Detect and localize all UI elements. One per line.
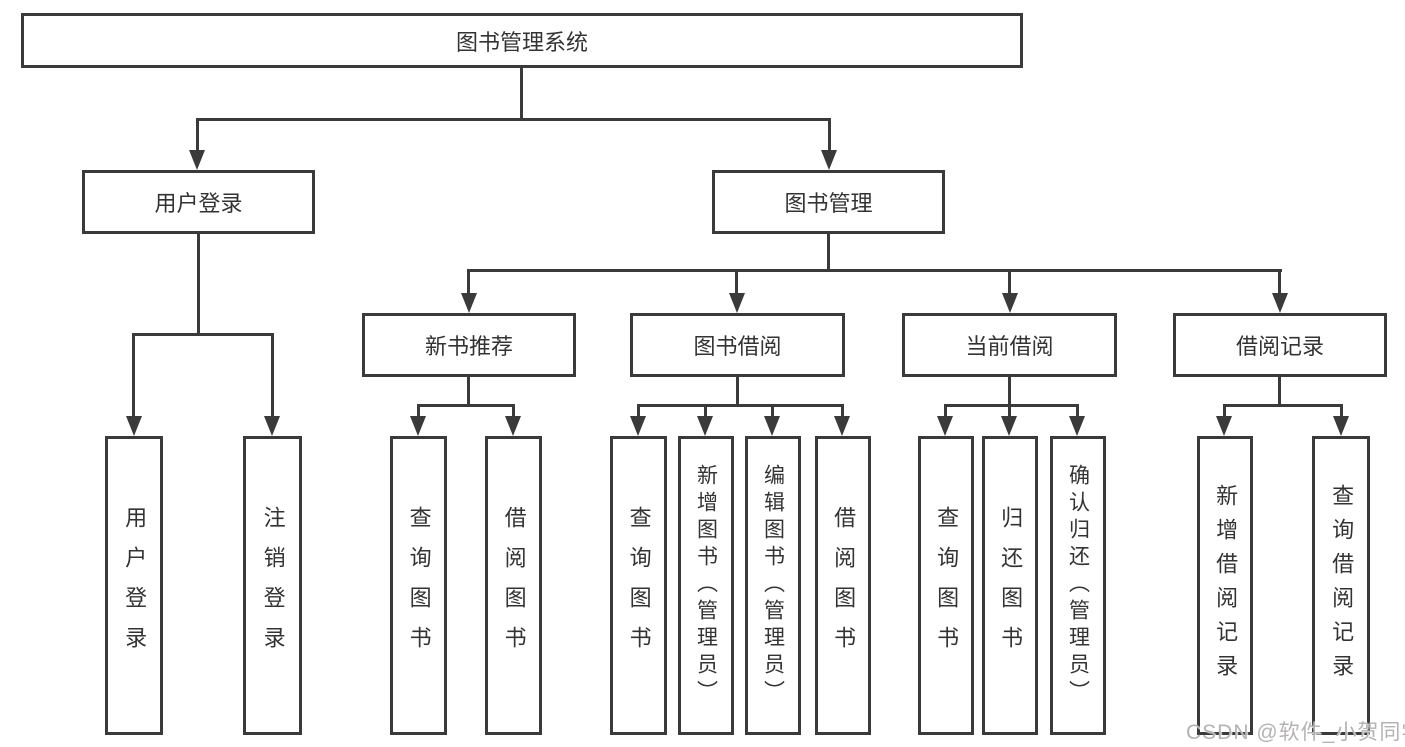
connector-drop-book-borrow	[735, 269, 738, 295]
arrowhead-down-icon	[505, 416, 521, 436]
leaf-newbooks-query-books-label: 查询图书	[406, 505, 432, 666]
connector-drop-current-borrow	[1008, 269, 1011, 295]
arrowhead-down-icon	[1001, 416, 1017, 436]
connector-drop-bb-edit	[771, 404, 774, 418]
connector-root-trunk	[520, 68, 523, 120]
connector-newbook-rail	[417, 404, 515, 407]
leaf-current-return-books: 归还图书	[982, 436, 1038, 735]
leaf-records-query-record-label: 查询借阅记录	[1329, 483, 1355, 688]
leaf-borrow-edit-books-admin-label: 编辑图书（管理员）	[761, 464, 785, 707]
leaf-current-query-books-label: 查询图书	[934, 505, 960, 666]
watermark: CSDN @软件_小贺同学	[1186, 721, 1405, 744]
leaf-borrow-query-books: 查询图书	[610, 436, 667, 735]
arrowhead-down-icon	[1333, 416, 1349, 436]
leaf-records-add-record-label: 新增借阅记录	[1213, 483, 1239, 688]
connector-drop-bb-query	[637, 404, 640, 418]
connector-drop-bb-add	[704, 404, 707, 418]
leaf-logout-label: 注销登录	[260, 505, 286, 666]
connector-drop-new-book-recommend	[467, 269, 470, 295]
connector-drop-br-add	[1223, 404, 1226, 418]
leaf-newbooks-borrow-books: 借阅图书	[485, 436, 542, 735]
connector-drop-user-login	[196, 118, 199, 152]
arrowhead-down-icon	[937, 416, 953, 436]
node-book-borrow: 图书借阅	[630, 313, 845, 377]
connector-drop-cb-return	[1008, 404, 1011, 418]
leaf-borrow-edit-books-admin: 编辑图书（管理员）	[745, 436, 801, 735]
node-new-book-recommend: 新书推荐	[362, 313, 576, 377]
arrowhead-down-icon	[264, 416, 280, 436]
connector-drop-borrow-records	[1278, 269, 1281, 295]
leaf-borrow-add-books-admin-label: 新增图书（管理员）	[694, 464, 718, 707]
leaf-logout: 注销登录	[243, 436, 302, 735]
connector-bookmgmt-rail	[467, 269, 1282, 272]
arrowhead-down-icon	[1002, 293, 1018, 313]
arrowhead-down-icon	[729, 293, 745, 313]
node-root: 图书管理系统	[21, 13, 1023, 68]
connector-records-trunk	[1278, 377, 1281, 407]
connector-drop-bb-borrow	[841, 404, 844, 418]
arrowhead-down-icon	[1069, 416, 1085, 436]
arrowhead-down-icon	[1216, 416, 1232, 436]
leaf-records-add-record: 新增借阅记录	[1197, 436, 1253, 735]
node-borrow-records: 借阅记录	[1173, 313, 1387, 377]
leaf-current-return-books-label: 归还图书	[998, 505, 1024, 666]
leaf-user-login-label: 用户登录	[122, 505, 148, 666]
connector-drop-cb-confirm	[1076, 404, 1079, 418]
connector-drop-leaf-logout	[271, 333, 274, 417]
node-book-management-label: 图书管理	[784, 191, 873, 216]
arrowhead-down-icon	[126, 416, 142, 436]
connector-records-rail	[1223, 404, 1343, 407]
arrowhead-down-icon	[189, 150, 205, 170]
connector-drop-book-management	[828, 118, 831, 152]
leaf-records-query-record: 查询借阅记录	[1312, 436, 1370, 735]
node-book-borrow-label: 图书借阅	[693, 334, 782, 359]
node-current-borrow-label: 当前借阅	[965, 334, 1054, 359]
connector-bookborrow-rail	[637, 404, 844, 407]
node-book-management: 图书管理	[712, 170, 945, 234]
leaf-borrow-query-books-label: 查询图书	[626, 505, 652, 666]
node-user-login: 用户登录	[82, 170, 315, 234]
node-user-login-label: 用户登录	[154, 191, 243, 216]
connector-bookmgmt-trunk	[827, 234, 830, 272]
leaf-user-login: 用户登录	[105, 436, 163, 735]
leaf-borrow-add-books-admin: 新增图书（管理员）	[678, 436, 734, 735]
connector-drop-cb-query	[944, 404, 947, 418]
connector-drop-br-query	[1340, 404, 1343, 418]
arrowhead-down-icon	[1272, 293, 1288, 313]
connector-root-rail	[196, 118, 831, 121]
node-borrow-records-label: 借阅记录	[1235, 334, 1324, 359]
node-root-label: 图书管理系统	[455, 29, 588, 55]
node-current-borrow: 当前借阅	[902, 313, 1117, 377]
leaf-borrow-borrow-books: 借阅图书	[815, 436, 871, 735]
arrowhead-down-icon	[764, 416, 780, 436]
node-new-book-recommend-label: 新书推荐	[424, 334, 513, 359]
connector-userlogin-rail	[132, 333, 274, 336]
arrowhead-down-icon	[821, 150, 837, 170]
connector-currentborrow-rail	[944, 404, 1079, 407]
connector-userlogin-trunk	[197, 234, 200, 335]
connector-currentborrow-trunk	[1008, 377, 1011, 407]
connector-bookborrow-trunk	[736, 377, 739, 407]
connector-drop-nb-query	[417, 404, 420, 418]
arrowhead-down-icon	[697, 416, 713, 436]
leaf-current-query-books: 查询图书	[918, 436, 974, 735]
leaf-newbooks-borrow-books-label: 借阅图书	[501, 505, 527, 666]
leaf-current-confirm-return-admin: 确认归还（管理员）	[1050, 436, 1106, 735]
leaf-newbooks-query-books: 查询图书	[390, 436, 447, 735]
leaf-borrow-borrow-books-label: 借阅图书	[831, 505, 857, 666]
arrowhead-down-icon	[410, 416, 426, 436]
leaf-current-confirm-return-admin-label: 确认归还（管理员）	[1066, 464, 1090, 707]
arrowhead-down-icon	[834, 416, 850, 436]
connector-newbook-trunk	[467, 377, 470, 407]
arrowhead-down-icon	[630, 416, 646, 436]
arrowhead-down-icon	[461, 293, 477, 313]
connector-drop-leaf-user-login	[132, 333, 135, 417]
connector-drop-nb-borrow	[512, 404, 515, 418]
